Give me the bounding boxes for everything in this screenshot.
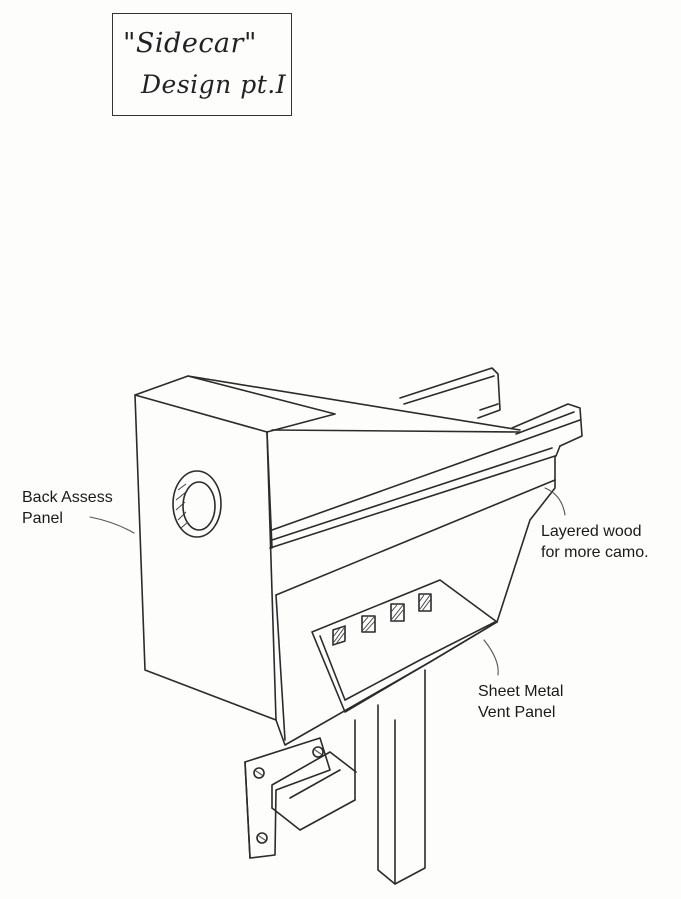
title-line-2: Design pt.I [141,70,287,99]
vent-panel-frame [311,579,498,713]
mount-post [377,669,426,885]
top-surface [187,375,521,431]
label-back-panel: Back Assess Panel [22,487,113,529]
screw-icon [253,767,265,779]
label-vent-panel-line1: Sheet Metal [478,683,564,700]
label-back-panel-line1: Back Assess [22,489,113,506]
top-front-edge [266,431,273,549]
leader-back-panel [89,516,135,534]
label-layered-wood-line1: Layered wood [541,523,642,540]
hood-face [271,429,521,433]
title-line-1: "Sidecar" [123,28,257,59]
box-top [134,375,336,433]
back-panel-face [134,394,277,721]
leader-layered-wood [544,487,566,516]
rail-front [511,403,583,447]
vent-slots [332,593,432,646]
title-box: "Sidecar" Design pt.I [112,13,292,116]
rail-upper [399,367,501,419]
label-vent-panel: Sheet Metal Vent Panel [478,681,563,723]
label-back-panel-line2: Panel [22,510,63,527]
leader-vent-panel [483,639,499,676]
label-vent-panel-line2: Vent Panel [478,704,556,721]
label-layered-wood-line2: for more camo. [541,544,649,561]
label-layered-wood: Layered wood for more camo. [541,521,649,563]
access-hole [172,470,222,538]
